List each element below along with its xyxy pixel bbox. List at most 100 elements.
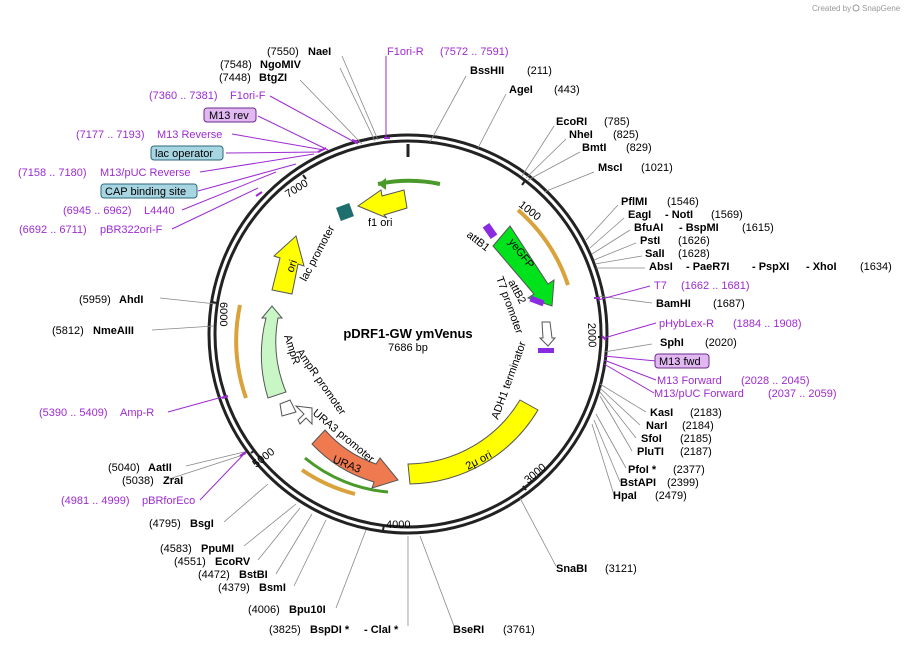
- primer-f1ori-f-pos: (7360 .. 7381): [149, 90, 218, 102]
- enzyme-bstapi: BstAPI: [620, 477, 656, 489]
- enzyme-pluti: PluTI: [637, 446, 664, 458]
- enzyme-kasi: KasI: [650, 407, 673, 419]
- leader-m13fwd: [603, 355, 657, 362]
- enzyme-ecorv-pos: (4551): [174, 556, 206, 568]
- enzyme-nari: NarI: [646, 420, 667, 432]
- enzyme-btgzi: BtgZI: [259, 72, 287, 84]
- tick-1000: [521, 180, 526, 186]
- leader-pflmi: [585, 204, 619, 241]
- enzyme-psti-pos: (1626): [678, 235, 710, 247]
- enzyme-ecorv: EcoRV: [215, 556, 251, 568]
- feature-ampr-promoter: [279, 399, 297, 417]
- primer-t7-pos: (1662 .. 1681): [681, 280, 750, 292]
- enzyme-btgzi-pos: (7448): [219, 72, 251, 84]
- enzyme-agei: AgeI: [509, 84, 533, 96]
- enzyme-xhoi: - XhoI: [806, 261, 837, 273]
- feature-lac-operator: [336, 203, 354, 221]
- enzyme-bspmi-pos: (1615): [742, 222, 774, 234]
- enzyme-bsshii-pos: (211): [527, 65, 552, 77]
- enzyme-ecori: EcoRI: [556, 116, 587, 128]
- leader-nari: [599, 387, 641, 426]
- enzyme-pflmi-pos: (1546): [667, 196, 699, 208]
- leader-bfuai: [591, 229, 631, 255]
- label-lac-promoter: lac promoter: [298, 223, 337, 283]
- primer-m13reverse: M13 Reverse: [157, 129, 222, 141]
- cap-binding-box: [100, 183, 198, 199]
- leader-bseri: [419, 535, 455, 627]
- leader-bstapi: [593, 419, 621, 483]
- enzyme-bstapi-pos: (2399): [667, 477, 699, 489]
- leader-pbrfor: [199, 453, 245, 501]
- primer-tick-m13rev: [317, 147, 327, 153]
- enzyme-bsmi: BsmI: [259, 582, 286, 594]
- enzyme-clai: - ClaI *: [364, 624, 399, 636]
- primer-m13puc-rev-pos: (7158 .. 7180): [18, 167, 87, 179]
- enzyme-bpu10i: Bpu10I: [289, 604, 326, 616]
- enzyme-sali: SalI: [645, 248, 665, 260]
- tick-label-2000: 2000: [585, 323, 598, 348]
- tick-label-6000: 6000: [217, 302, 229, 326]
- enzyme-eagi: EagI: [628, 209, 651, 221]
- backbone-inner: [213, 139, 603, 529]
- feature-t7-promoter: [538, 321, 557, 347]
- enzyme-sali-pos: (1628): [678, 248, 710, 260]
- leader-sali: [594, 255, 643, 265]
- leader-nmeaiii: [151, 325, 215, 331]
- plasmid-length: 7686 bp: [388, 342, 428, 354]
- enzyme-bpu10i-pos: (4006): [248, 604, 280, 616]
- leader-pfoi: [595, 413, 627, 469]
- plasmid-name: pDRF1-GW ymVenus: [343, 326, 472, 341]
- primer-m13fwd: M13 fwd: [659, 356, 701, 368]
- leader-ecorv: [257, 507, 301, 561]
- label-ampr: AmpR: [281, 333, 302, 366]
- enzyme-ngomiv: NgoMIV: [260, 59, 302, 71]
- label-ori: ori: [285, 258, 300, 274]
- leader-bmti: [527, 151, 581, 181]
- leader-phyblex: [603, 322, 657, 339]
- enzyme-hpai-pos: (2479): [655, 490, 687, 502]
- leader-ahdi: [159, 297, 217, 305]
- enzyme-bspdi-pos: (3825): [269, 624, 301, 636]
- tick-3000: [522, 485, 527, 491]
- leader-eagi: [589, 217, 625, 249]
- leader-ngomiv: [339, 67, 376, 142]
- enzyme-ppumi-pos: (4583): [160, 543, 192, 555]
- enzyme-nari-pos: (2184): [682, 420, 714, 432]
- feature-2mu-ori: [407, 399, 539, 485]
- primer-pbrfor-pos: (4981 .. 4999): [61, 495, 130, 507]
- feature-ampr: [260, 305, 287, 399]
- primer-t7: T7: [654, 280, 667, 292]
- feature-lac-m13: [538, 348, 554, 353]
- primer-tick-pbr322: [255, 191, 263, 197]
- enzyme-pspxi: - PspXI: [752, 261, 789, 273]
- backbone-outer: [207, 133, 609, 535]
- primer-leaders: [167, 56, 657, 501]
- enzyme-ecori-pos: (785): [604, 116, 630, 128]
- leader-ppumi: [243, 503, 297, 547]
- primer-m13rev: M13 rev: [209, 110, 249, 122]
- feature-attb1: [482, 222, 498, 240]
- tick-label-4000: 4000: [386, 519, 410, 531]
- primer-tick-ampr: [221, 395, 229, 399]
- enzyme-psti: PstI: [640, 235, 660, 247]
- tick-label-7000: 7000: [283, 177, 310, 200]
- leader-bstbi: [275, 513, 313, 575]
- enzyme-kasi-pos: (2183): [690, 407, 722, 419]
- enzyme-bsmi-pos: (4379): [218, 582, 250, 594]
- enzyme-msci: MscI: [598, 162, 622, 174]
- leader-btgzi: [299, 79, 363, 145]
- enzyme-sfoi-pos: (2185): [680, 433, 712, 445]
- enzyme-labels-left: (7550) NaeI (7548) NgoMIV (7448) BtgZI (…: [52, 46, 399, 636]
- primer-f1ori-f: F1ori-F: [230, 90, 266, 102]
- enzyme-naei-pos: (7550): [267, 46, 299, 58]
- leader-sfoi: [599, 391, 637, 439]
- orf-arc-ampr: [234, 304, 248, 399]
- leader-lacop: [225, 151, 321, 154]
- enzyme-bsgi-pos: (4795): [149, 518, 181, 530]
- feature-ura3: [311, 429, 399, 489]
- enzyme-bfuai: BfuAI: [634, 222, 663, 234]
- primer-f1ori-r-pos: (7572 .. 7591): [440, 46, 509, 58]
- enzyme-pfoi-pos: (2377): [673, 464, 705, 476]
- leader-bsgi: [223, 483, 269, 523]
